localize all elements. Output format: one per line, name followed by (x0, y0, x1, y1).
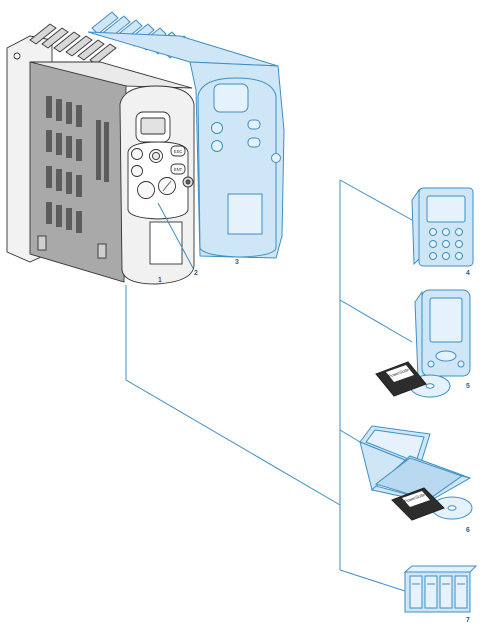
blue-lower-panel (227, 193, 263, 235)
laptop-software-box-label (402, 491, 430, 507)
callouts: 1 2 3 4 5 6 7 (158, 259, 470, 624)
blue-key-esc (247, 119, 261, 130)
key-esc (170, 145, 186, 157)
pda-screen (429, 297, 463, 343)
drive-lower-panel (149, 221, 183, 265)
blue-display (213, 83, 249, 113)
terminal-key-6 (455, 240, 463, 248)
terminal-key-2 (442, 228, 450, 236)
keypad-area (127, 141, 189, 220)
blue-key-up (211, 122, 223, 134)
pda-dpad (435, 350, 457, 362)
terminal-key-8 (442, 252, 450, 260)
drive-main: ESC ENT (6, 23, 195, 285)
link-bus-to-terminal (339, 179, 413, 221)
callout-5: 5 (466, 383, 470, 390)
callout-2: 2 (194, 270, 198, 277)
key-ent-label: ENT (174, 167, 183, 172)
terminal-screen (426, 195, 466, 223)
key-run (137, 181, 155, 199)
blue-key-down (211, 140, 223, 152)
laptop-kit: PowerSuite (359, 425, 473, 521)
callout-3: 3 (235, 259, 239, 266)
link-bus-to-pda (339, 299, 413, 343)
side-vent-slots (46, 96, 109, 233)
callout-4: 4 (466, 270, 470, 277)
drive-connector-pin (185, 179, 191, 185)
mount-foot-right (97, 243, 107, 259)
connection-lines (125, 179, 413, 592)
mount-hole-top (13, 52, 21, 60)
terminal-key-9 (455, 252, 463, 260)
terminal-key-1 (429, 228, 437, 236)
plc-rack (403, 565, 478, 613)
key-stop-slash (162, 180, 172, 192)
plc-module-1 (409, 575, 423, 609)
drive-accessory-outline (87, 11, 285, 259)
key-down (131, 165, 143, 177)
blue-drive-top (87, 31, 279, 67)
mount-foot-left (37, 235, 47, 251)
drive-display-window (140, 117, 166, 135)
key-esc-label: ESC (174, 149, 183, 154)
terminal-key-5 (442, 240, 450, 248)
pda-kit: PowerSuite (375, 289, 471, 398)
blue-key-ent (247, 137, 261, 148)
link-bus-to-laptop (339, 429, 361, 443)
terminal-key-3 (455, 228, 463, 236)
key-up (131, 148, 143, 160)
grey-drive-side (29, 61, 127, 283)
key-ent (170, 163, 186, 175)
link-bus-to-plc (339, 569, 406, 592)
pda-button-left (427, 360, 435, 368)
laptop-screen (365, 429, 425, 463)
plc-module-3 (439, 575, 453, 609)
pda-cd-hole (425, 383, 435, 389)
terminal-key-7 (429, 252, 437, 260)
pda-software-box-label (386, 365, 414, 382)
plc-module-2 (424, 575, 438, 609)
key-center-inner (151, 151, 161, 161)
callout-6: 6 (466, 527, 470, 534)
callout-1: 1 (158, 277, 162, 284)
terminal-key-4 (429, 240, 437, 248)
callout-7: 7 (466, 617, 470, 624)
pda-button-right (457, 360, 465, 368)
plc-module-4 (454, 575, 468, 609)
link-drive-to-bus (125, 285, 341, 506)
leader-2 (157, 202, 194, 269)
plc-top (403, 565, 478, 573)
blue-connector (271, 153, 281, 163)
remote-terminal (411, 187, 474, 267)
laptop-cd-hole (447, 505, 457, 511)
grey-heatsink-fins (29, 23, 117, 65)
